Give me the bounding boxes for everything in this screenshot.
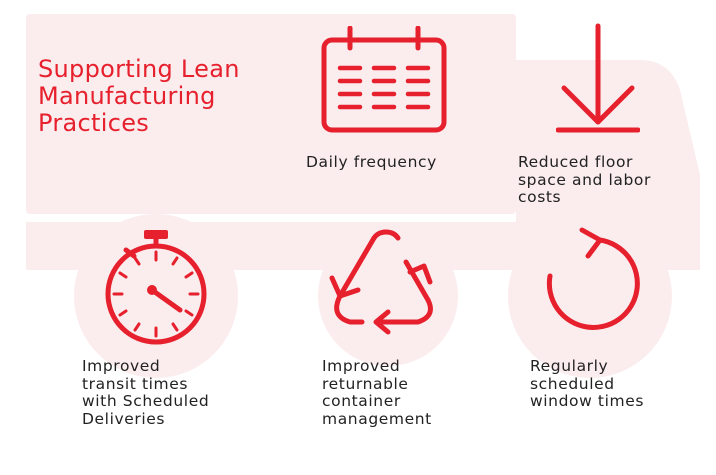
down-arrow-icon bbox=[556, 23, 640, 133]
circular-arrow-icon bbox=[546, 227, 640, 330]
stopwatch-icon bbox=[105, 230, 207, 345]
recycle-icon bbox=[329, 229, 433, 335]
caption-improved-transit-times: Improved transit times with Scheduled De… bbox=[82, 357, 210, 428]
caption-daily-frequency: Daily frequency bbox=[306, 153, 437, 171]
caption-reduced-floor-space: Reduced floor space and labor costs bbox=[518, 153, 651, 206]
page-title: Supporting Lean Manufacturing Practices bbox=[38, 55, 240, 137]
calendar-icon bbox=[321, 26, 447, 133]
caption-returnable-container: Improved returnable container management bbox=[322, 357, 432, 428]
caption-scheduled-window-times: Regularly scheduled window times bbox=[530, 357, 645, 410]
